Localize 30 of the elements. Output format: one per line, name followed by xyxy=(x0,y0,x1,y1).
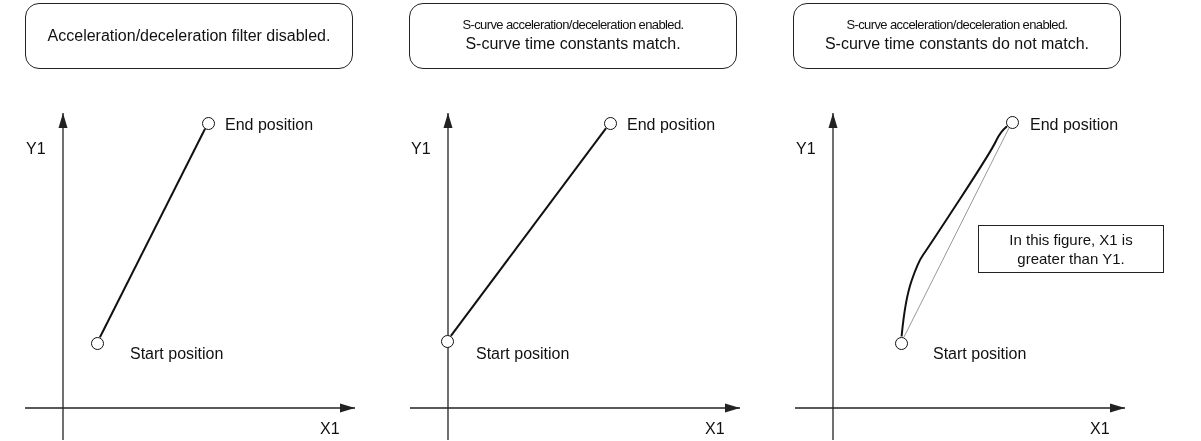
point-caption: End position xyxy=(1030,116,1119,134)
note-box xyxy=(793,3,1121,69)
point-caption: Start position xyxy=(476,345,570,363)
axis-label: X1 xyxy=(320,420,340,438)
path-line xyxy=(98,127,207,339)
point-marker xyxy=(1005,115,1019,129)
point-marker xyxy=(201,116,215,130)
note-box xyxy=(978,225,1164,273)
axis-label: X1 xyxy=(705,420,725,438)
path-line xyxy=(449,127,608,337)
axis-label: X1 xyxy=(1090,420,1110,438)
note-box xyxy=(25,3,353,69)
point-marker xyxy=(90,336,104,350)
note-text: Acceleration/deceleration filter disabled. xyxy=(47,25,331,46)
point-caption: Start position xyxy=(933,345,1027,363)
note-text: S-curve time constants do not match. xyxy=(824,34,1090,55)
axis-label: Y1 xyxy=(411,140,431,158)
point-marker xyxy=(440,334,454,348)
axis-label: Y1 xyxy=(796,140,816,158)
note-box xyxy=(409,3,737,69)
note-text: S-curve acceleration/deceleration enabled. xyxy=(846,17,1068,35)
point-caption: Start position xyxy=(130,345,224,363)
point-marker xyxy=(894,336,908,350)
point-caption: End position xyxy=(225,116,314,134)
point-marker xyxy=(603,116,617,130)
point-caption: End position xyxy=(627,116,716,134)
note-text: S-curve time constants match. xyxy=(465,34,681,55)
note-text: In this figure, X1 is greater than Y1. xyxy=(1008,229,1134,269)
note-text: S-curve acceleration/deceleration enabled. xyxy=(462,17,684,35)
axis-label: Y1 xyxy=(26,140,46,158)
